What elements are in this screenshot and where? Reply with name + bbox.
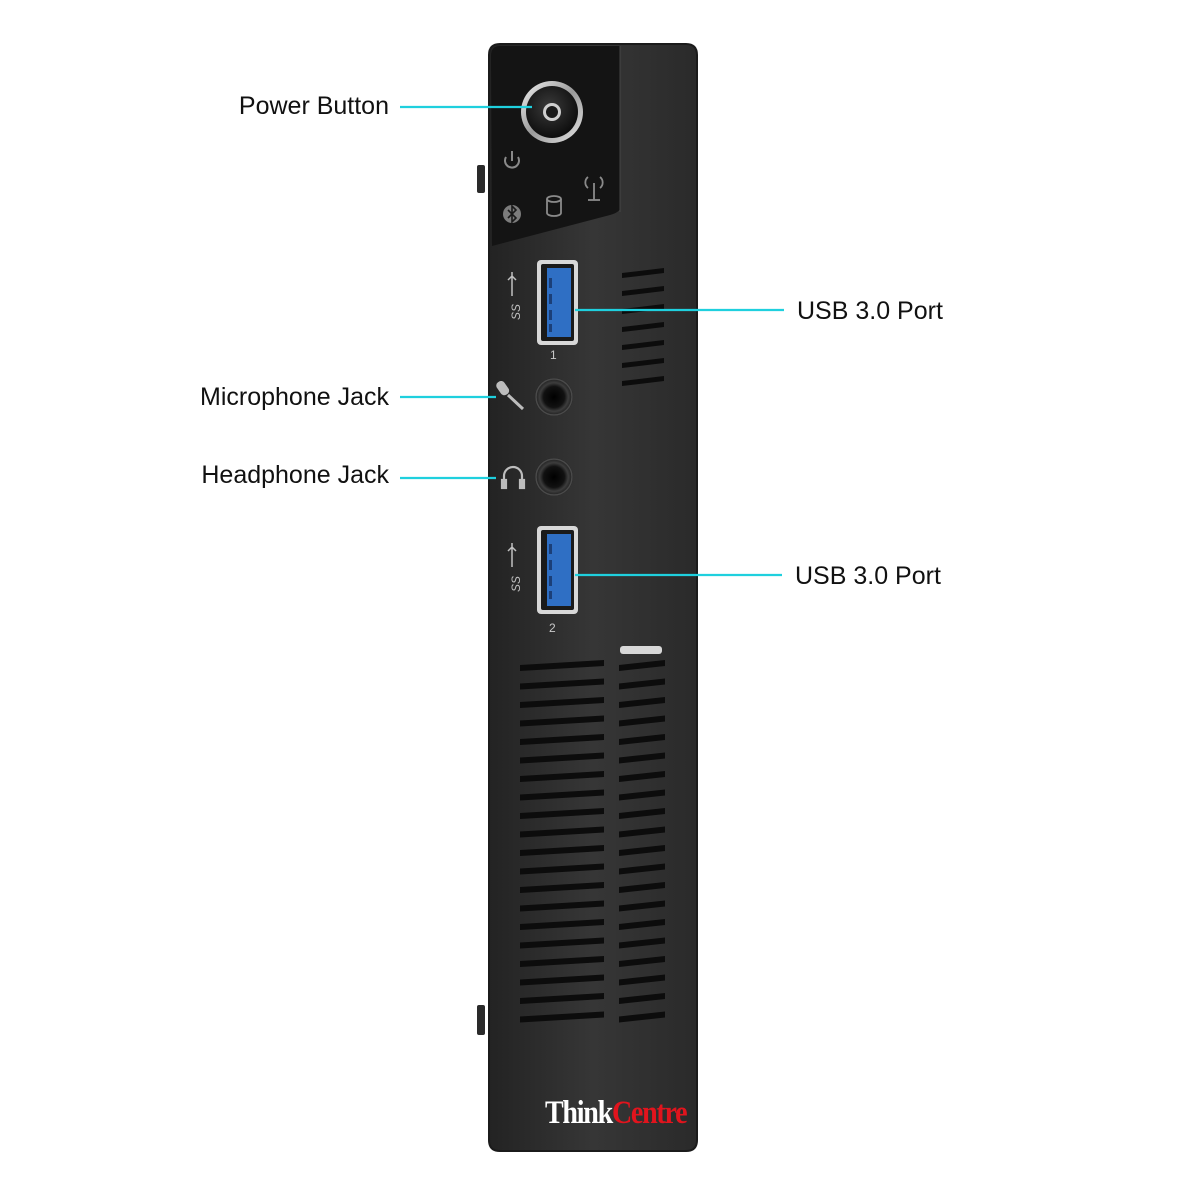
vent-slot [619, 863, 665, 875]
vent-slot [619, 715, 665, 727]
vent-slot [619, 678, 665, 690]
brand-suffix: Centre [611, 1095, 688, 1131]
vent-slot [520, 993, 604, 1004]
usb-port-top-label: USB 3.0 Port [797, 297, 943, 325]
vent-slot [520, 974, 604, 986]
headphone-icon [500, 465, 526, 490]
vent-slot [622, 322, 664, 332]
vent-slot [520, 1011, 604, 1023]
usb-superspeed-icon: SS [507, 543, 523, 592]
vent-slot [619, 1011, 665, 1023]
vent-slot [520, 789, 604, 801]
vent-slot [619, 937, 665, 949]
vent-slot [520, 678, 604, 690]
vent-slot [619, 974, 665, 986]
usb-ss-symbol-1: SS [509, 304, 523, 320]
usb-port-2-number: 2 [549, 621, 556, 635]
usb-superspeed-icon: SS [507, 272, 523, 320]
usb-contacts-1 [549, 278, 552, 332]
microphone-jack[interactable] [535, 378, 573, 416]
usb-port-bottom-label: USB 3.0 Port [795, 562, 941, 590]
brand-prefix: Think [545, 1095, 613, 1131]
vent-slot [520, 771, 604, 782]
vent-slot [619, 826, 665, 838]
vent-slot [622, 268, 664, 278]
hard-drive-icon [546, 195, 562, 217]
lower-vent-left [520, 660, 604, 1023]
vent-slot [520, 826, 604, 838]
vent-slot [520, 937, 604, 949]
vent-slot [520, 752, 604, 764]
power-icon [504, 151, 520, 169]
vent-slot [520, 734, 604, 745]
vent-slot [622, 376, 664, 386]
thinkcentre-logo: ThinkCentre [545, 1095, 688, 1131]
power-button-label: Power Button [238, 92, 389, 120]
usb-port-2[interactable] [537, 526, 578, 614]
side-latch-bottom [477, 1005, 485, 1035]
vent-slot [520, 660, 604, 671]
vent-slot [619, 993, 665, 1004]
vent-slot [622, 286, 664, 296]
vent-slot [520, 845, 604, 856]
vent-slot [619, 660, 665, 671]
vent-slot [619, 771, 665, 782]
vent-slot [520, 882, 604, 893]
vent-slot [520, 956, 604, 967]
vent-slot [520, 697, 604, 708]
vent-slot [622, 358, 664, 368]
vent-slot [619, 789, 665, 801]
vent-slot [619, 734, 665, 745]
vent-slot [619, 808, 665, 819]
vent-slot [619, 697, 665, 708]
vent-slot [619, 919, 665, 930]
usb-port-1[interactable] [537, 260, 578, 345]
glossy-control-panel [491, 46, 620, 246]
headphone-jack[interactable] [535, 458, 573, 496]
power-button[interactable] [521, 81, 583, 143]
vent-slot [520, 863, 604, 875]
vent-slot [619, 956, 665, 967]
vent-slot [520, 900, 604, 912]
lower-vent-right [619, 660, 665, 1023]
usb-port-1-number: 1 [550, 348, 557, 362]
headphone-jack-label: Headphone Jack [201, 461, 389, 489]
upper-vent [622, 268, 664, 386]
wifi-icon [584, 176, 604, 201]
microphone-icon [496, 380, 525, 411]
vent-slot [520, 715, 604, 727]
usb-ss-symbol-2: SS [509, 576, 523, 592]
vent-slot [520, 808, 604, 819]
usb-contacts-2 [549, 544, 552, 599]
callout-lines [400, 105, 784, 577]
vent-slot [619, 882, 665, 893]
vent-slot [619, 845, 665, 856]
vent-opening-highlight [620, 646, 662, 654]
vent-slot [619, 752, 665, 764]
vent-slot [520, 919, 604, 930]
vent-slot [619, 900, 665, 912]
side-latch-top [477, 165, 485, 193]
microphone-jack-label: Microphone Jack [200, 383, 389, 411]
bluetooth-icon [503, 204, 521, 224]
vent-slot [622, 340, 664, 350]
